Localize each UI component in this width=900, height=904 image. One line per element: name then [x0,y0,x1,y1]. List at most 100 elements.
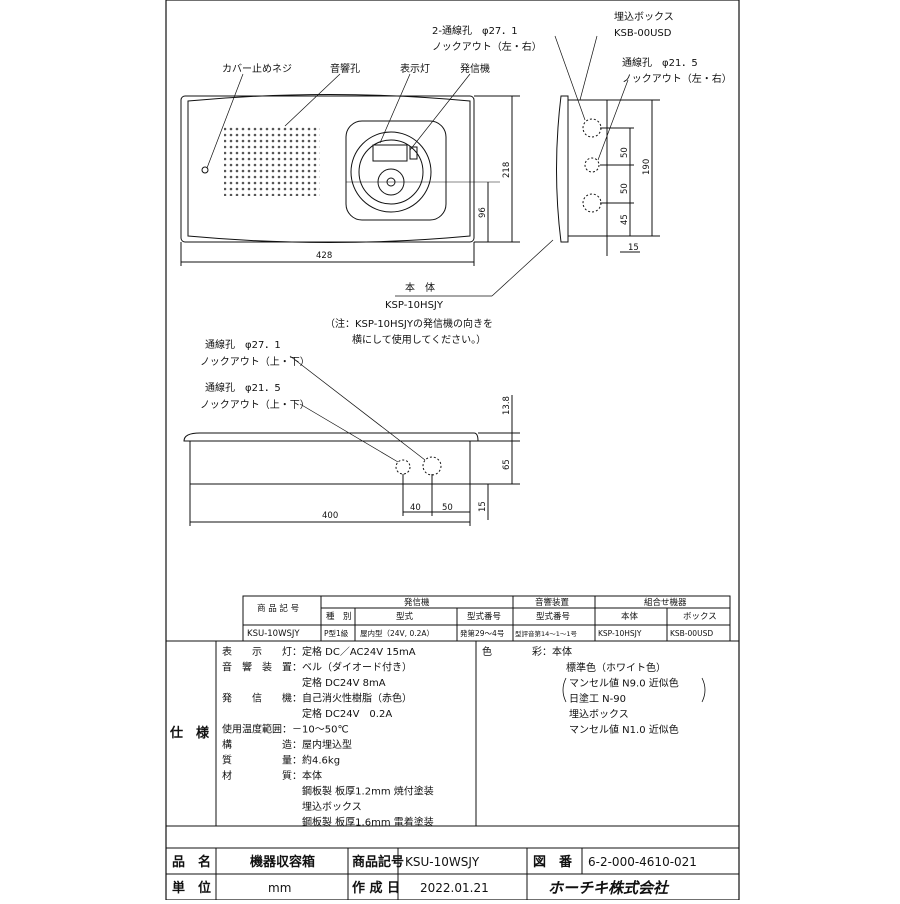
spec-color-line: 標準色（ホワイト色） [566,661,666,674]
spec-block [166,640,739,849]
dim-13-8: 13.8 [502,396,512,415]
sound-hole-label: 音響孔 [330,62,360,75]
side-hole-27-label: 2-通線孔 φ27．1 [432,24,518,37]
spec-line: 発 信 機：自己消火性樹脂（赤色） [222,692,412,705]
dim-side-15: 15 [628,243,639,253]
side-knockout-lr2: ノックアウト（左・右） [622,72,732,85]
td-type-no: 発第29～4号 [460,628,504,638]
company-logo: ホーチキ株式会社 [548,879,670,897]
box-model: KSB-00USD [614,28,672,39]
note-line-2: 横にして使用してください。） [352,333,486,346]
transmitter-inner-ring [358,139,424,205]
spec-line: 材 質：本体 [222,769,322,782]
body-label: 本 体 [405,281,435,294]
dim-40: 40 [410,503,421,513]
cover-screw-label: カバー止めネジ [222,63,292,75]
td-kind: P型1級 [324,628,349,638]
spec-title: 仕 様 [169,725,210,741]
side-knockout-lr: ノックアウト（左・右） [432,40,542,53]
dim-height-96: 96 [478,207,488,218]
front-cover [187,94,471,243]
side-knockout-top [582,118,602,138]
top-view [183,355,520,526]
top-knockout-small [395,459,411,475]
tb-unit: mm [268,881,291,895]
th-sound-no: 型式番号 [536,611,570,622]
th-box: ボックス [683,612,717,622]
top-knockout-large [422,456,442,476]
body-model: KSP-10HSJY [385,300,444,311]
title-block [166,848,739,900]
dim-50: 50 [442,503,453,513]
tb-name-label: 品 名 [172,854,211,870]
dim-50b: 50 [620,183,630,194]
spec-line: 使用温度範囲：－10～50℃ [222,723,349,736]
th-combo: 組合せ機器 [644,597,687,608]
spec-color-line: マンセル値 N9.0 近似色 [569,677,679,690]
top-knockout-ud2: ノックアウト（上・下） [200,399,310,411]
spec-line: 埋込ボックス [222,801,362,813]
dim-height-218: 218 [502,162,512,178]
spec-color-line: 埋込ボックス [569,709,629,721]
spec-line: 構 造：屋内埋込型 [222,738,352,751]
side-knockout-mid [584,157,600,173]
th-transmitter: 発信機 [404,597,430,608]
top-hole-27-label: 通線孔 φ27．1 [205,338,281,351]
th-type: 型式 [396,611,414,622]
th-body: 本体 [621,611,639,622]
spec-line: 質 量：約4.6kg [222,754,340,767]
tb-date-label: 作 成 日 [352,880,400,896]
spec-line: 表 示 灯：定格 DC／AC24V 15mA [222,645,416,658]
indicator-lamp-window [372,144,408,162]
th-kind: 種 別 [326,611,352,622]
spec-line: 定格 DC24V 8mA [222,676,386,689]
tb-code: KSU-10WSJY [405,855,480,869]
side-box [567,99,608,237]
dim-45: 45 [620,214,630,225]
side-cover [556,95,569,243]
th-sound: 音響装置 [535,597,570,608]
spec-line: 音 響 装 置：ベル（ダイオード付き） [222,661,412,674]
td-code: KSU-10WSJY [247,629,300,639]
th-code: 商 品 記 号 [257,603,299,614]
top-box [189,440,471,485]
dim-top-15: 15 [478,501,488,512]
spec-line: 定格 DC24V 0.2A [222,707,392,720]
indicator-lamp-icon [409,146,418,160]
spec-color-label: 色 彩：本体 [482,645,572,658]
top-cover [183,432,479,442]
front-view [180,73,554,297]
tb-code-label: 商品記号 [352,854,404,870]
tb-date: 2022.01.21 [420,881,489,895]
spec-color-line: 日塗工 N-90 [569,692,626,705]
indicator-lamp-label: 表示灯 [400,62,430,75]
tb-unit-label: 単 位 [172,880,211,896]
dim-400: 400 [322,511,338,521]
spec-left-list: 表 示 灯：定格 DC／AC24V 15mA 音 響 装 置：ベル（ダイオード付き… [222,645,434,829]
td-type: 屋内型（24V, 0.2A） [360,628,434,638]
transmitter-housing [345,120,447,221]
tb-drawing-no-label: 図 番 [533,854,573,870]
cover-screw-icon [201,166,209,174]
td-body: KSP-10HSJY [598,629,642,638]
dim-50a: 50 [620,147,630,158]
dim-65: 65 [502,459,512,470]
td-box: KSB-00USD [670,629,713,638]
side-hole-21-label: 通線孔 φ21．5 [622,56,698,69]
dim-190: 190 [642,159,652,175]
td-sound-no: 型評音第14～1～1号 [515,629,578,638]
spec-color-line: マンセル値 N1.0 近似色 [569,723,679,736]
tb-drawing-no: 6-2-000-4610-021 [588,855,697,869]
top-hole-21-label: 通線孔 φ21．5 [205,381,281,394]
sound-hole-grid [224,126,320,196]
spec-line: 鋼板製 板厚1.6mm 電着塗装 [222,816,434,829]
tb-name: 機器収容箱 [250,854,315,870]
transmitter-label: 発信機 [460,62,490,75]
th-type-no: 型式番号 [467,611,501,622]
top-knockout-ud: ノックアウト（上・下） [200,356,310,368]
dim-width-428: 428 [316,251,332,261]
side-knockout-bottom [582,193,602,213]
